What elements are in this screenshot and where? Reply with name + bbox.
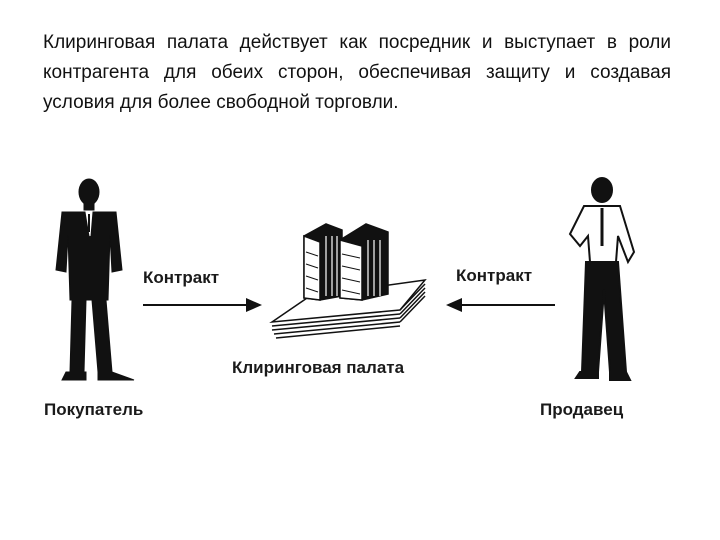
buyer-label: Покупатель: [44, 400, 143, 420]
contract-label-right: Контракт: [456, 266, 532, 286]
seller-figure: [570, 178, 634, 380]
clearing-house-building-icon: [272, 224, 425, 338]
buyer-figure: [56, 179, 134, 380]
arrow-left-icon: [446, 298, 555, 312]
arrow-right-icon: [143, 298, 262, 312]
clearing-house-label: Клиринговая палата: [232, 358, 404, 378]
seller-label: Продавец: [540, 400, 623, 420]
contract-label-left: Контракт: [143, 268, 219, 288]
